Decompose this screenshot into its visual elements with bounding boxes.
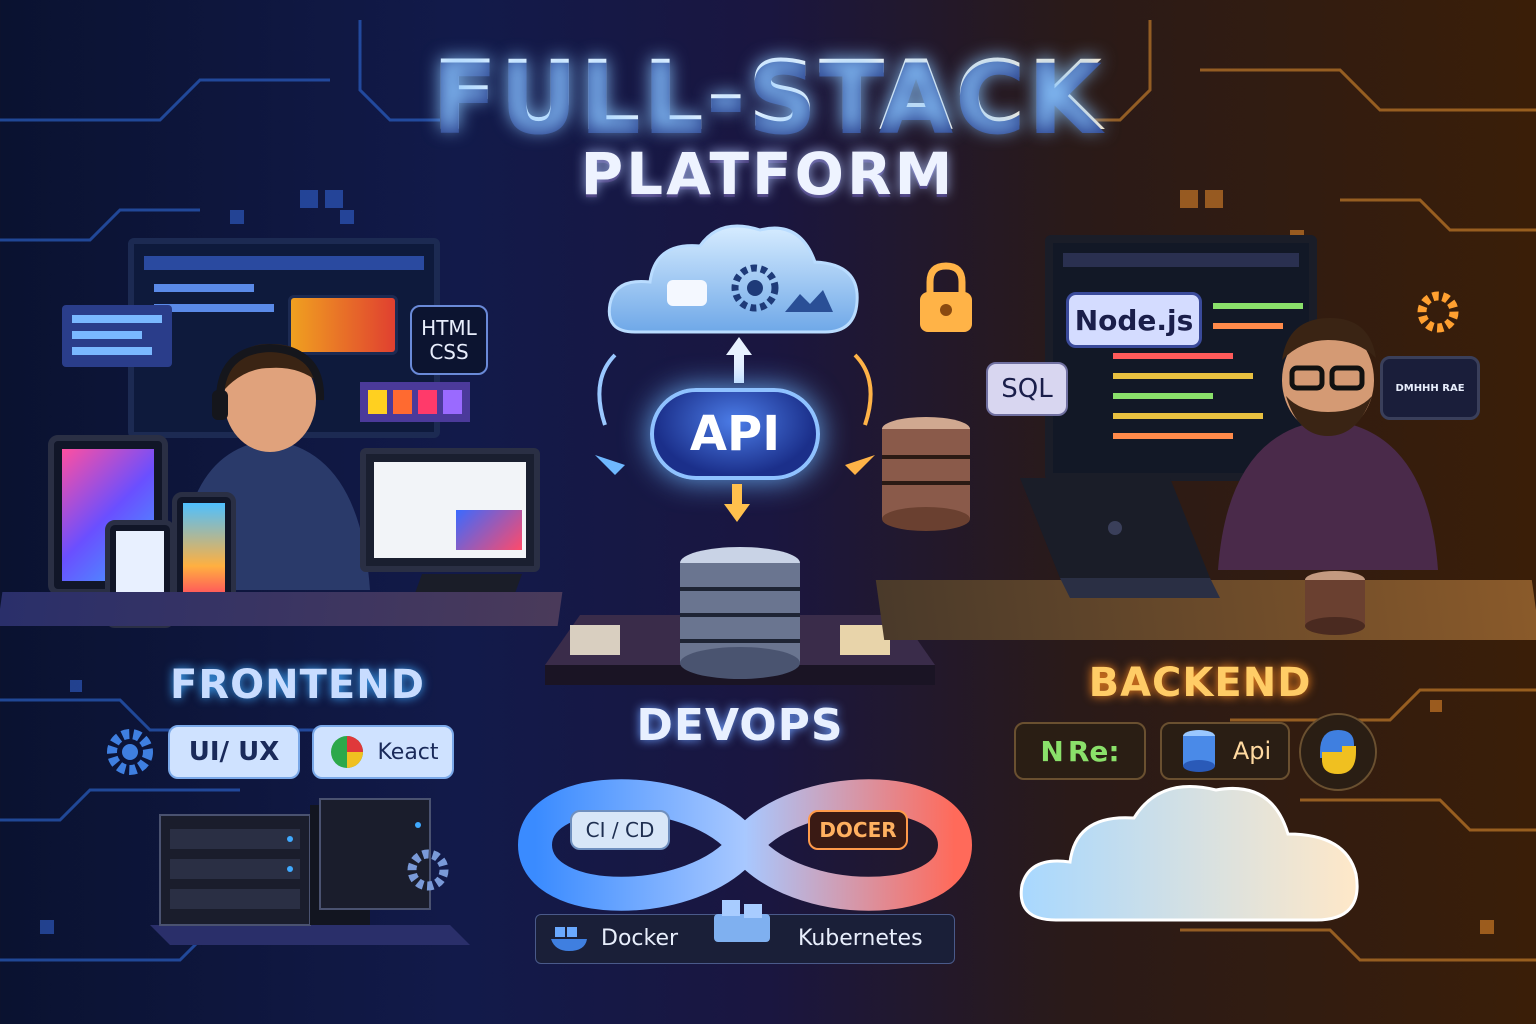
node-chip-label: N [1040,734,1064,768]
database-icon-small [1305,571,1365,635]
css-label: CSS [429,340,469,364]
node-chip-label-b: Re: [1067,734,1120,768]
backend-developer [1218,318,1438,570]
infinity-loop-icon [518,779,972,911]
python-icon[interactable] [1298,712,1378,792]
gear-icon-small [407,849,449,891]
react-label: Keact [377,739,439,765]
api-chip-label: Api [1232,737,1272,765]
kubernetes-label[interactable]: Kubernetes [798,926,923,951]
server-rack-icon [150,798,470,945]
backend-label: BACKEND [1088,660,1312,706]
sidebar-widget [62,305,172,367]
sql-label: SQL [1001,374,1053,404]
laptop[interactable] [1020,478,1220,608]
arrow-up-icon [726,337,752,383]
html-css-chip[interactable]: HTML CSS [410,305,488,375]
docer-label: DOCER [819,818,897,842]
lock-icon [920,262,972,332]
cloud-icon [607,224,859,334]
page-title: FULL-STACK [0,40,1536,152]
api-label: API [689,406,781,462]
database-icon-chip [1182,730,1215,772]
color-swatch-panel [360,382,470,422]
page-subtitle: PLATFORM [580,140,956,208]
devops-label: DEVOPS [636,700,844,751]
frontend-label: FRONTEND [170,662,425,708]
api-badge[interactable]: API [650,388,820,480]
docker-icon [551,927,587,951]
nodejs-chip[interactable]: Node.js [1066,292,1202,348]
side-monitor-text: DMHHH RAE [1395,382,1465,394]
sql-chip[interactable]: SQL [986,362,1068,416]
frontend-desk [0,592,563,626]
chart-panel [288,295,398,355]
database-icon-right [882,417,970,531]
api-chip[interactable]: Api [1160,722,1290,780]
node-chip[interactable]: N Re: [1014,722,1146,780]
side-monitor: DMHHH RAE [1380,356,1480,420]
flow-arrows [595,353,875,475]
frontend-monitor [360,448,540,572]
react-chip[interactable]: Keact [312,725,454,779]
docker-chip[interactable]: Docker [545,918,695,958]
gear-icon-right [1417,291,1459,333]
cloud-icon-large [1019,785,1359,922]
arrow-down-icon [724,484,750,522]
pie-chart-icon [331,736,364,768]
html-label: HTML [421,316,477,340]
docer-chip[interactable]: DOCER [808,810,908,850]
phone-device-2[interactable] [172,492,236,604]
gear-icon [107,729,153,775]
database-icon [545,547,935,685]
cicd-label: CI / CD [585,818,655,842]
uiux-chip[interactable]: UI/ UX [168,725,300,779]
kubernetes-icon [714,900,770,942]
nodejs-label: Node.js [1074,303,1194,337]
uiux-label: UI/ UX [188,737,280,767]
docker-label: Docker [601,925,679,951]
cicd-chip[interactable]: CI / CD [570,810,670,850]
backend-monitor [1045,235,1317,481]
